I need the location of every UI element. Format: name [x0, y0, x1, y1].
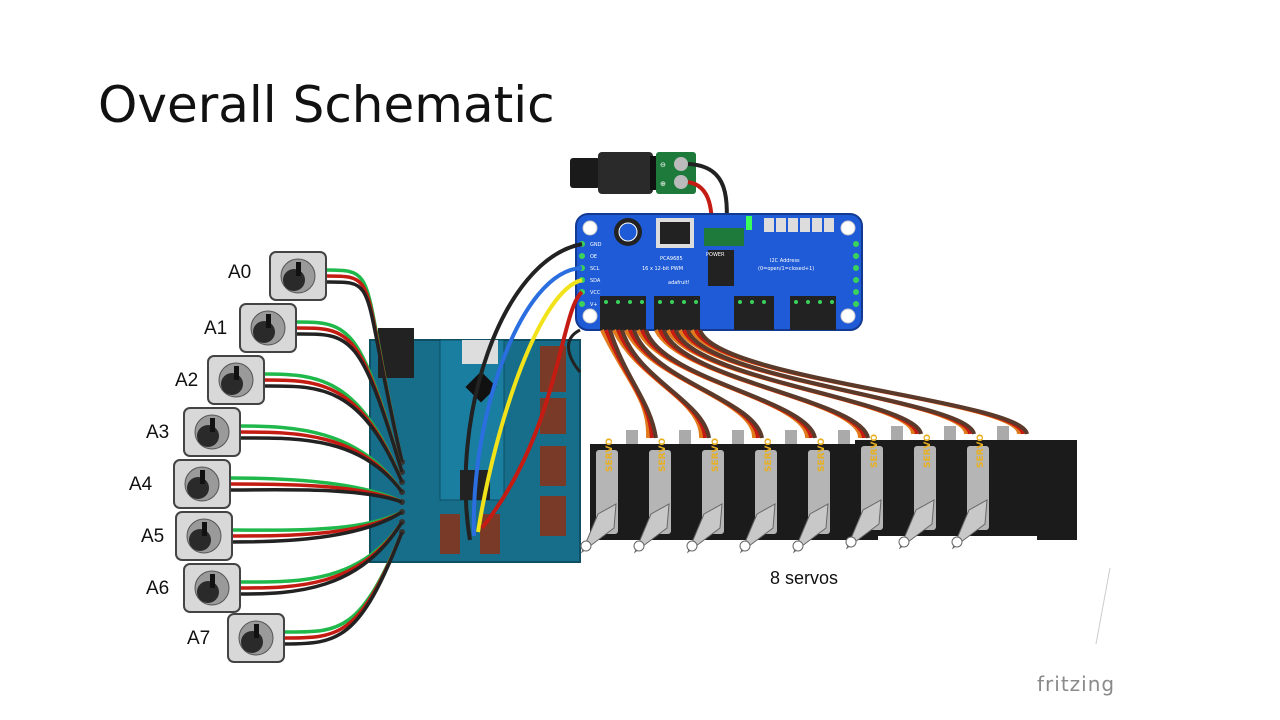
- pwm-power-label: POWER: [706, 252, 725, 258]
- pot-label-a4: A4: [129, 474, 153, 495]
- pot-label-a0: A0: [228, 262, 251, 283]
- pot-label-a1: A1: [204, 318, 227, 339]
- barrel-jack: ⊖ ⊕: [570, 152, 696, 194]
- pot-label-a3: A3: [146, 422, 169, 443]
- svg-text:V+: V+: [590, 302, 598, 308]
- servo-label: SERVO: [923, 434, 933, 468]
- potentiometer: [173, 459, 231, 509]
- pwm-driver-board: PCA9685 16 x 12-bit PWM I2C Address (0=o…: [575, 213, 863, 331]
- pwm-maker-label: adafruit!: [668, 280, 690, 286]
- servo-wires: [600, 328, 1029, 439]
- servo-label: SERVO: [976, 434, 986, 468]
- servo-label: SERVO: [817, 438, 827, 472]
- potentiometer: [183, 407, 241, 457]
- fritzing-brand: fritzing: [1037, 672, 1116, 696]
- potentiometer: [269, 251, 327, 301]
- pot-label-a7: A7: [187, 628, 210, 649]
- pwm-board-subtitle: 16 x 12-bit PWM: [642, 266, 683, 272]
- servo-caption: 8 servos: [770, 568, 839, 588]
- potentiometer: [239, 303, 297, 353]
- page-title: Overall Schematic: [98, 76, 555, 134]
- pwm-board-name: PCA9685: [660, 256, 683, 262]
- servo-label: SERVO: [658, 438, 668, 472]
- potentiometer: [227, 613, 285, 663]
- svg-text:SCL: SCL: [590, 266, 600, 272]
- servo-label: SERVO: [605, 438, 615, 472]
- svg-text:SDA: SDA: [590, 278, 601, 284]
- svg-text:OE: OE: [590, 254, 597, 260]
- potentiometer: [175, 511, 233, 561]
- servo-label: SERVO: [764, 438, 774, 472]
- servo-body-end: [1037, 440, 1077, 540]
- potentiometer-labels: A0 A1 A2 A3 A4 A5 A6 A7: [129, 262, 251, 649]
- pot-label-a6: A6: [146, 578, 169, 599]
- svg-text:VCC: VCC: [590, 290, 601, 296]
- svg-text:⊕: ⊕: [660, 181, 666, 188]
- servo-row: SERVO SERVO SERVO SERVO SERVO SERVO SERVO SERVO: [580, 426, 1077, 554]
- pwm-address-sub: (0=open/1=closed+1): [758, 266, 814, 272]
- servo-label: SERVO: [711, 438, 721, 472]
- pot-label-a5: A5: [141, 526, 164, 547]
- potentiometer: [207, 355, 265, 405]
- pwm-left-pins: GND OE SCL SDA VCC V+: [590, 242, 602, 308]
- servo-label: SERVO: [870, 434, 880, 468]
- svg-text:⊖: ⊖: [660, 162, 666, 169]
- potentiometer: [183, 563, 241, 613]
- servo: SERVO: [951, 426, 1037, 550]
- pwm-address-label: I2C Address: [770, 258, 800, 264]
- potentiometers: [173, 251, 404, 663]
- svg-text:GND: GND: [590, 242, 602, 248]
- pot-label-a2: A2: [175, 370, 198, 391]
